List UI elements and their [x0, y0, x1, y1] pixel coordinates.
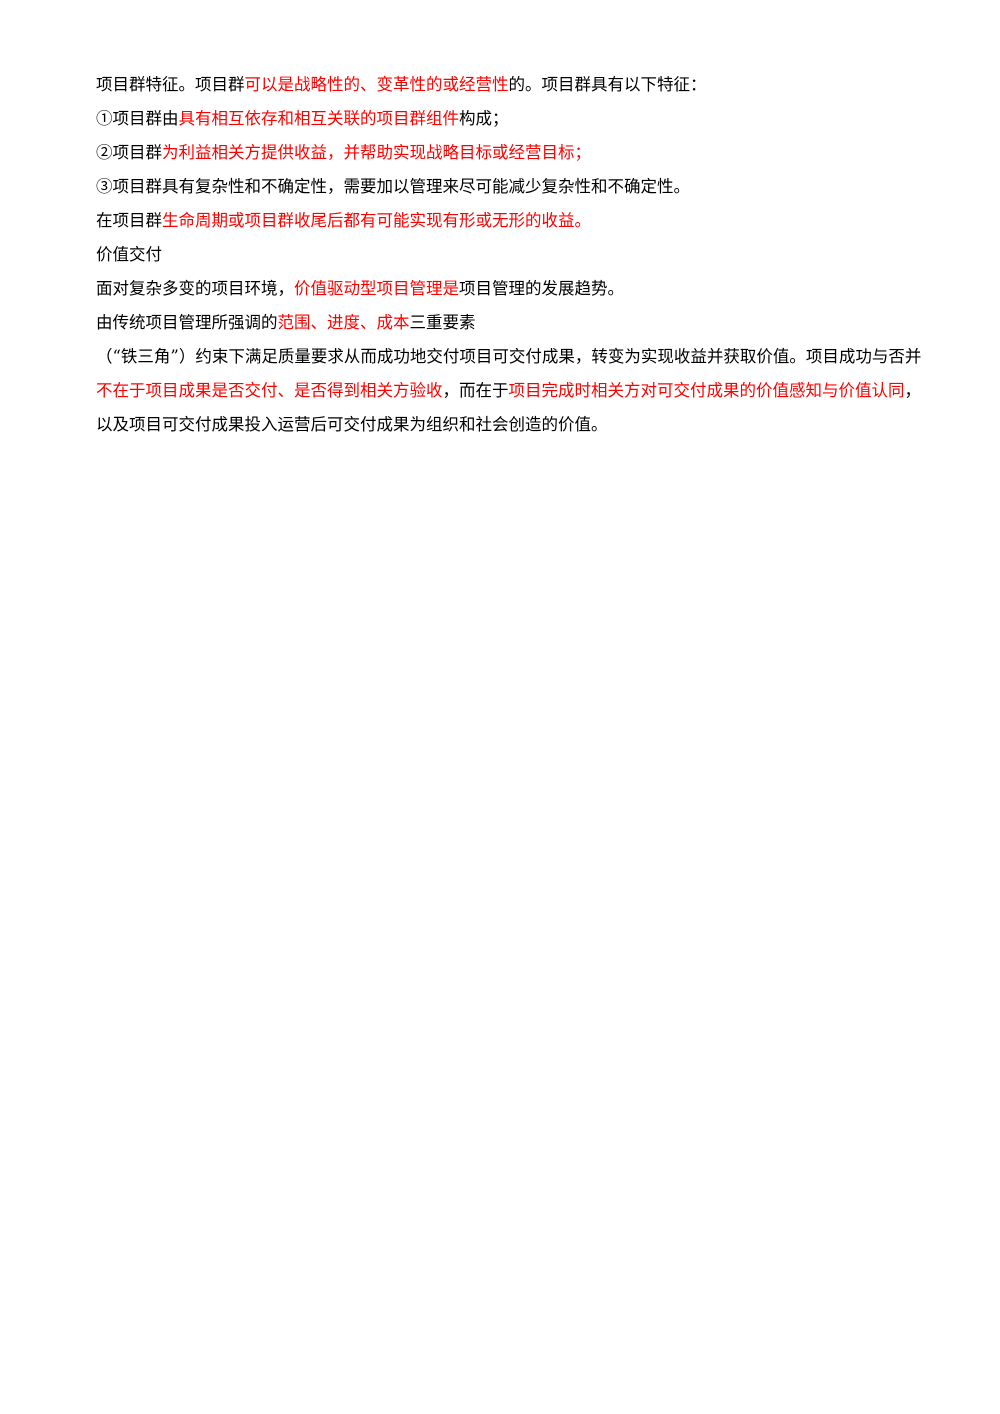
paragraph-program-features: 项目群特征。项目群可以是战略性的、变革性的或经营性的。项目群具有以下特征：: [96, 68, 926, 102]
text-segment: ，而在于: [442, 381, 509, 400]
highlighted-text-segment: 为利益相关方提供收益，并帮助实现战略目标或经营目标；: [162, 143, 591, 162]
section-heading-value-delivery: 价值交付: [96, 238, 926, 272]
text-segment: 三重要素: [409, 313, 476, 332]
text-segment: 的。项目群具有以下特征：: [508, 75, 707, 94]
text-segment: ，以及项目可交付成果投入运营后可交付成果为组织和社会创造的价值。: [96, 381, 921, 434]
paragraph-feature-2: ②项目群为利益相关方提供收益，并帮助实现战略目标或经营目标；: [96, 136, 926, 170]
text-segment: （“铁三角”）约束下满足质量要求从而成功地交付项目可交付成果，转变为实现收益并获…: [96, 347, 922, 366]
text-segment: 构成；: [459, 109, 509, 128]
highlighted-text-segment: 价值驱动型项目管理是: [294, 279, 459, 298]
paragraph-feature-3: ③项目群具有复杂性和不确定性，需要加以管理来尽可能减少复杂性和不确定性。: [96, 170, 926, 204]
text-segment: 项目群特征。项目群: [96, 75, 245, 94]
paragraph-value-driven: 面对复杂多变的项目环境，价值驱动型项目管理是项目管理的发展趋势。: [96, 272, 926, 306]
text-segment: ②项目群: [96, 143, 162, 162]
highlighted-text-segment: 项目完成时相关方对可交付成果的价值感知与价值认同: [508, 381, 905, 400]
paragraph-triple-constraint: 由传统项目管理所强调的范围、进度、成本三重要素: [96, 306, 926, 340]
text-segment: 由传统项目管理所强调的: [96, 313, 278, 332]
text-segment: ①项目群由: [96, 109, 179, 128]
text-segment: 在项目群: [96, 211, 162, 230]
highlighted-text-segment: 范围、进度、成本: [277, 313, 410, 332]
highlighted-text-segment: 不在于项目成果是否交付、是否得到相关方验收: [96, 381, 443, 400]
highlighted-text-segment: 可以是战略性的、变革性的或经营性: [244, 75, 509, 94]
document-page: 项目群特征。项目群可以是战略性的、变革性的或经营性的。项目群具有以下特征： ①项…: [96, 68, 926, 442]
text-segment: 价值交付: [96, 245, 162, 264]
paragraph-benefits: 在项目群生命周期或项目群收尾后都有可能实现有形或无形的收益。: [96, 204, 926, 238]
text-segment: 面对复杂多变的项目环境，: [96, 279, 294, 298]
paragraph-project-success: （“铁三角”）约束下满足质量要求从而成功地交付项目可交付成果，转变为实现收益并获…: [96, 340, 926, 442]
highlighted-text-segment: 生命周期或项目群收尾后都有可能实现有形或无形的收益。: [162, 211, 591, 230]
paragraph-feature-1: ①项目群由具有相互依存和相互关联的项目群组件构成；: [96, 102, 926, 136]
text-segment: 项目管理的发展趋势。: [459, 279, 624, 298]
text-segment: ③项目群具有复杂性和不确定性，需要加以管理来尽可能减少复杂性和不确定性。: [96, 177, 690, 196]
highlighted-text-segment: 具有相互依存和相互关联的项目群组件: [178, 109, 460, 128]
